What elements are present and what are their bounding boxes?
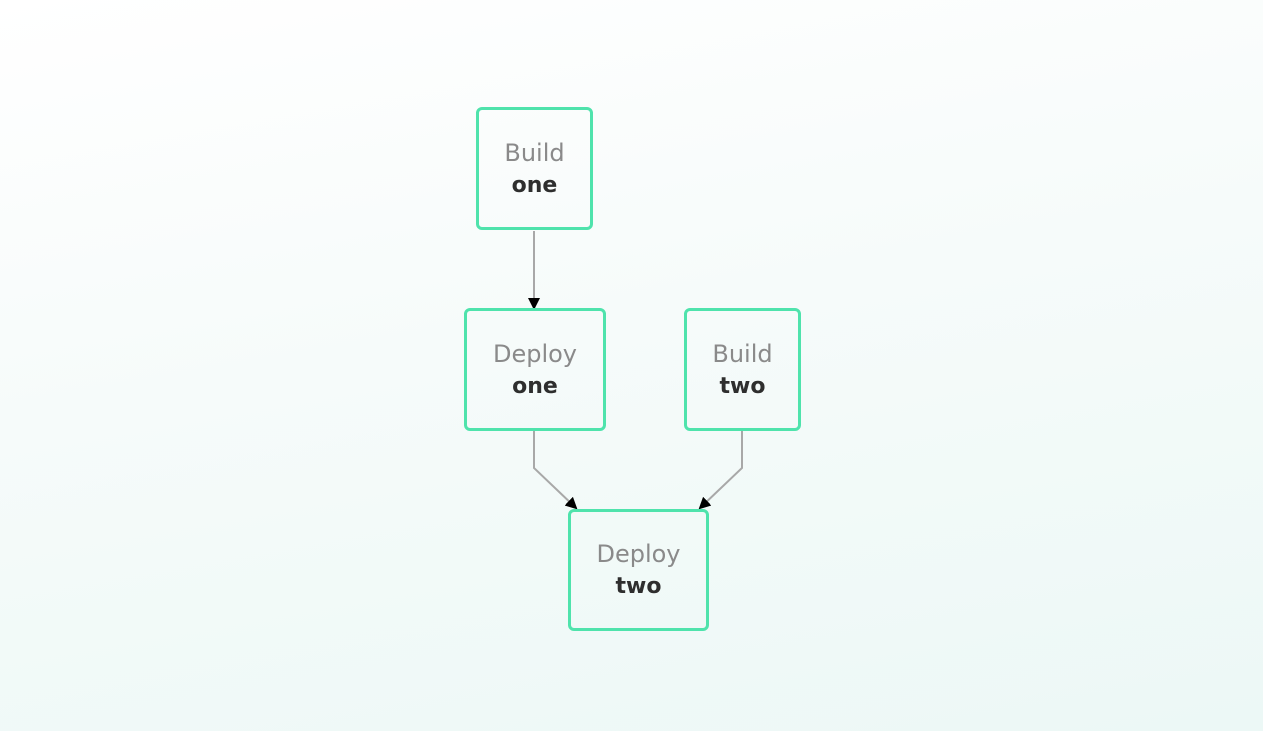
node-name-label: two — [719, 373, 766, 399]
node-kind-label: Deploy — [596, 540, 681, 568]
node-deploy-one[interactable]: Deploy one — [464, 308, 606, 431]
node-kind-label: Build — [712, 339, 773, 368]
node-name-label: two — [615, 574, 662, 599]
node-name-label: one — [511, 172, 558, 198]
node-build-one[interactable]: Build one — [476, 107, 593, 230]
node-kind-label: Build — [504, 138, 565, 167]
node-name-label: one — [512, 373, 558, 399]
node-build-two[interactable]: Build two — [684, 308, 801, 431]
node-kind-label: Deploy — [492, 339, 578, 368]
edge-deploy-one-to-deploy-two — [533, 431, 578, 510]
node-deploy-two[interactable]: Deploy two — [568, 509, 709, 631]
edge-build-two-to-deploy-two — [698, 431, 743, 510]
